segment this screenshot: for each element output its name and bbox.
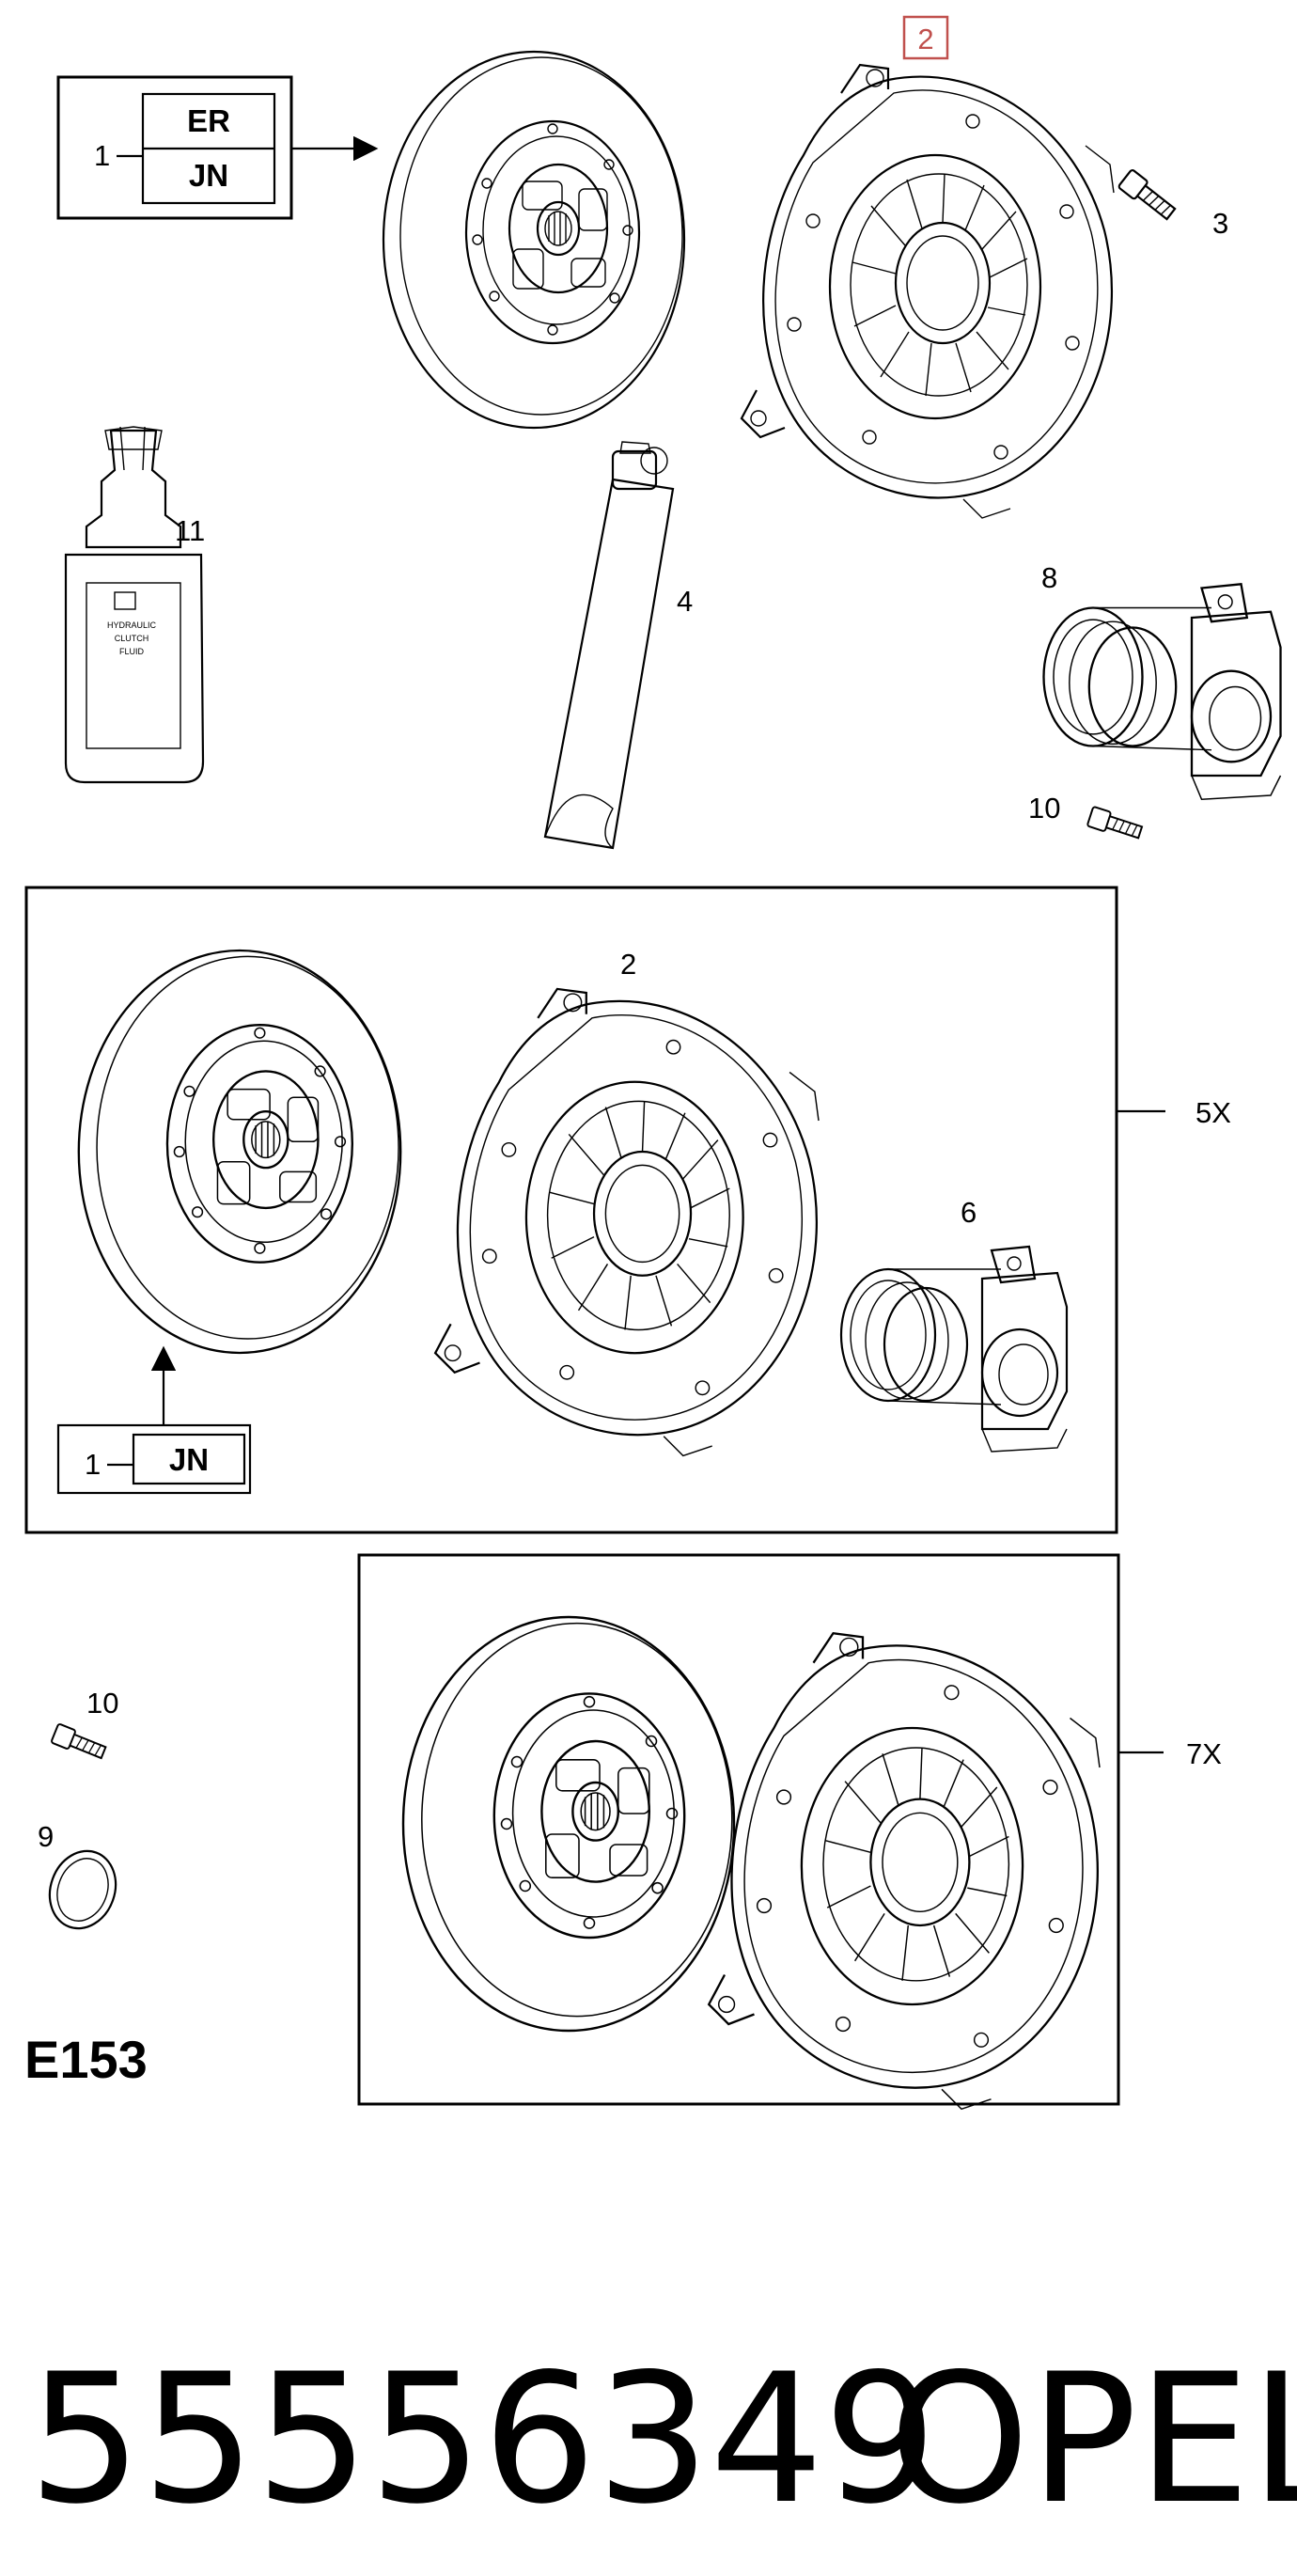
legend-top: 1 ER JN	[56, 75, 293, 220]
footer-part-number: 55556349	[28, 2335, 937, 2543]
release-bearing-icon	[1042, 583, 1282, 801]
kit-5x-frame	[24, 886, 1118, 1534]
part-label-8: 8	[1041, 561, 1057, 594]
part-label-9: 9	[38, 1820, 54, 1853]
grease-tube-icon	[543, 441, 675, 850]
part-label-2-kit: 2	[620, 948, 636, 981]
diagram-code: E153	[24, 2030, 148, 2089]
bolt-icon	[1117, 167, 1180, 225]
clutch-disc-icon	[77, 949, 402, 1355]
clutch-disc-icon	[382, 50, 686, 430]
bottle-label-line1: HYDRAULIC	[107, 620, 157, 630]
bottle-label-line2: CLUTCH	[115, 634, 149, 643]
highlight-label-box: 2	[902, 15, 949, 60]
kit-label-5x: 5X	[1195, 1096, 1231, 1129]
part-label-2-highlight: 2	[917, 23, 933, 55]
legend-code-er: ER	[187, 103, 230, 138]
part-label-6: 6	[961, 1196, 977, 1229]
clutch-disc-icon	[401, 1615, 736, 2033]
pressure-plate-icon	[433, 987, 820, 1457]
kit-7x-frame	[357, 1553, 1120, 2106]
footer-brand: OPEL	[889, 2335, 1297, 2543]
bolt-icon	[50, 1722, 109, 1764]
part-label-3: 3	[1212, 207, 1228, 240]
part-label-10-top: 10	[1028, 792, 1060, 825]
pressure-plate-icon	[740, 63, 1116, 520]
fluid-bottle-icon: HYDRAULIC CLUTCH FLUID	[64, 426, 205, 784]
pressure-plate-icon	[708, 1632, 1102, 2111]
o-ring-icon	[48, 1849, 117, 1930]
release-bearing-icon	[839, 1245, 1069, 1453]
legend-kit-index: 1	[85, 1448, 101, 1481]
part-label-4: 4	[677, 585, 693, 618]
part-label-11: 11	[175, 514, 205, 547]
legend-kit-code: JN	[169, 1442, 209, 1477]
legend-code-jn: JN	[189, 158, 228, 193]
part-label-10-bottom: 10	[86, 1687, 118, 1720]
bottle-label-line3: FLUID	[119, 647, 145, 656]
legend-kit: 1 JN	[56, 1423, 252, 1495]
legend-top-index: 1	[94, 139, 110, 172]
bolt-icon	[1086, 805, 1145, 843]
kit-label-7x: 7X	[1186, 1737, 1222, 1770]
